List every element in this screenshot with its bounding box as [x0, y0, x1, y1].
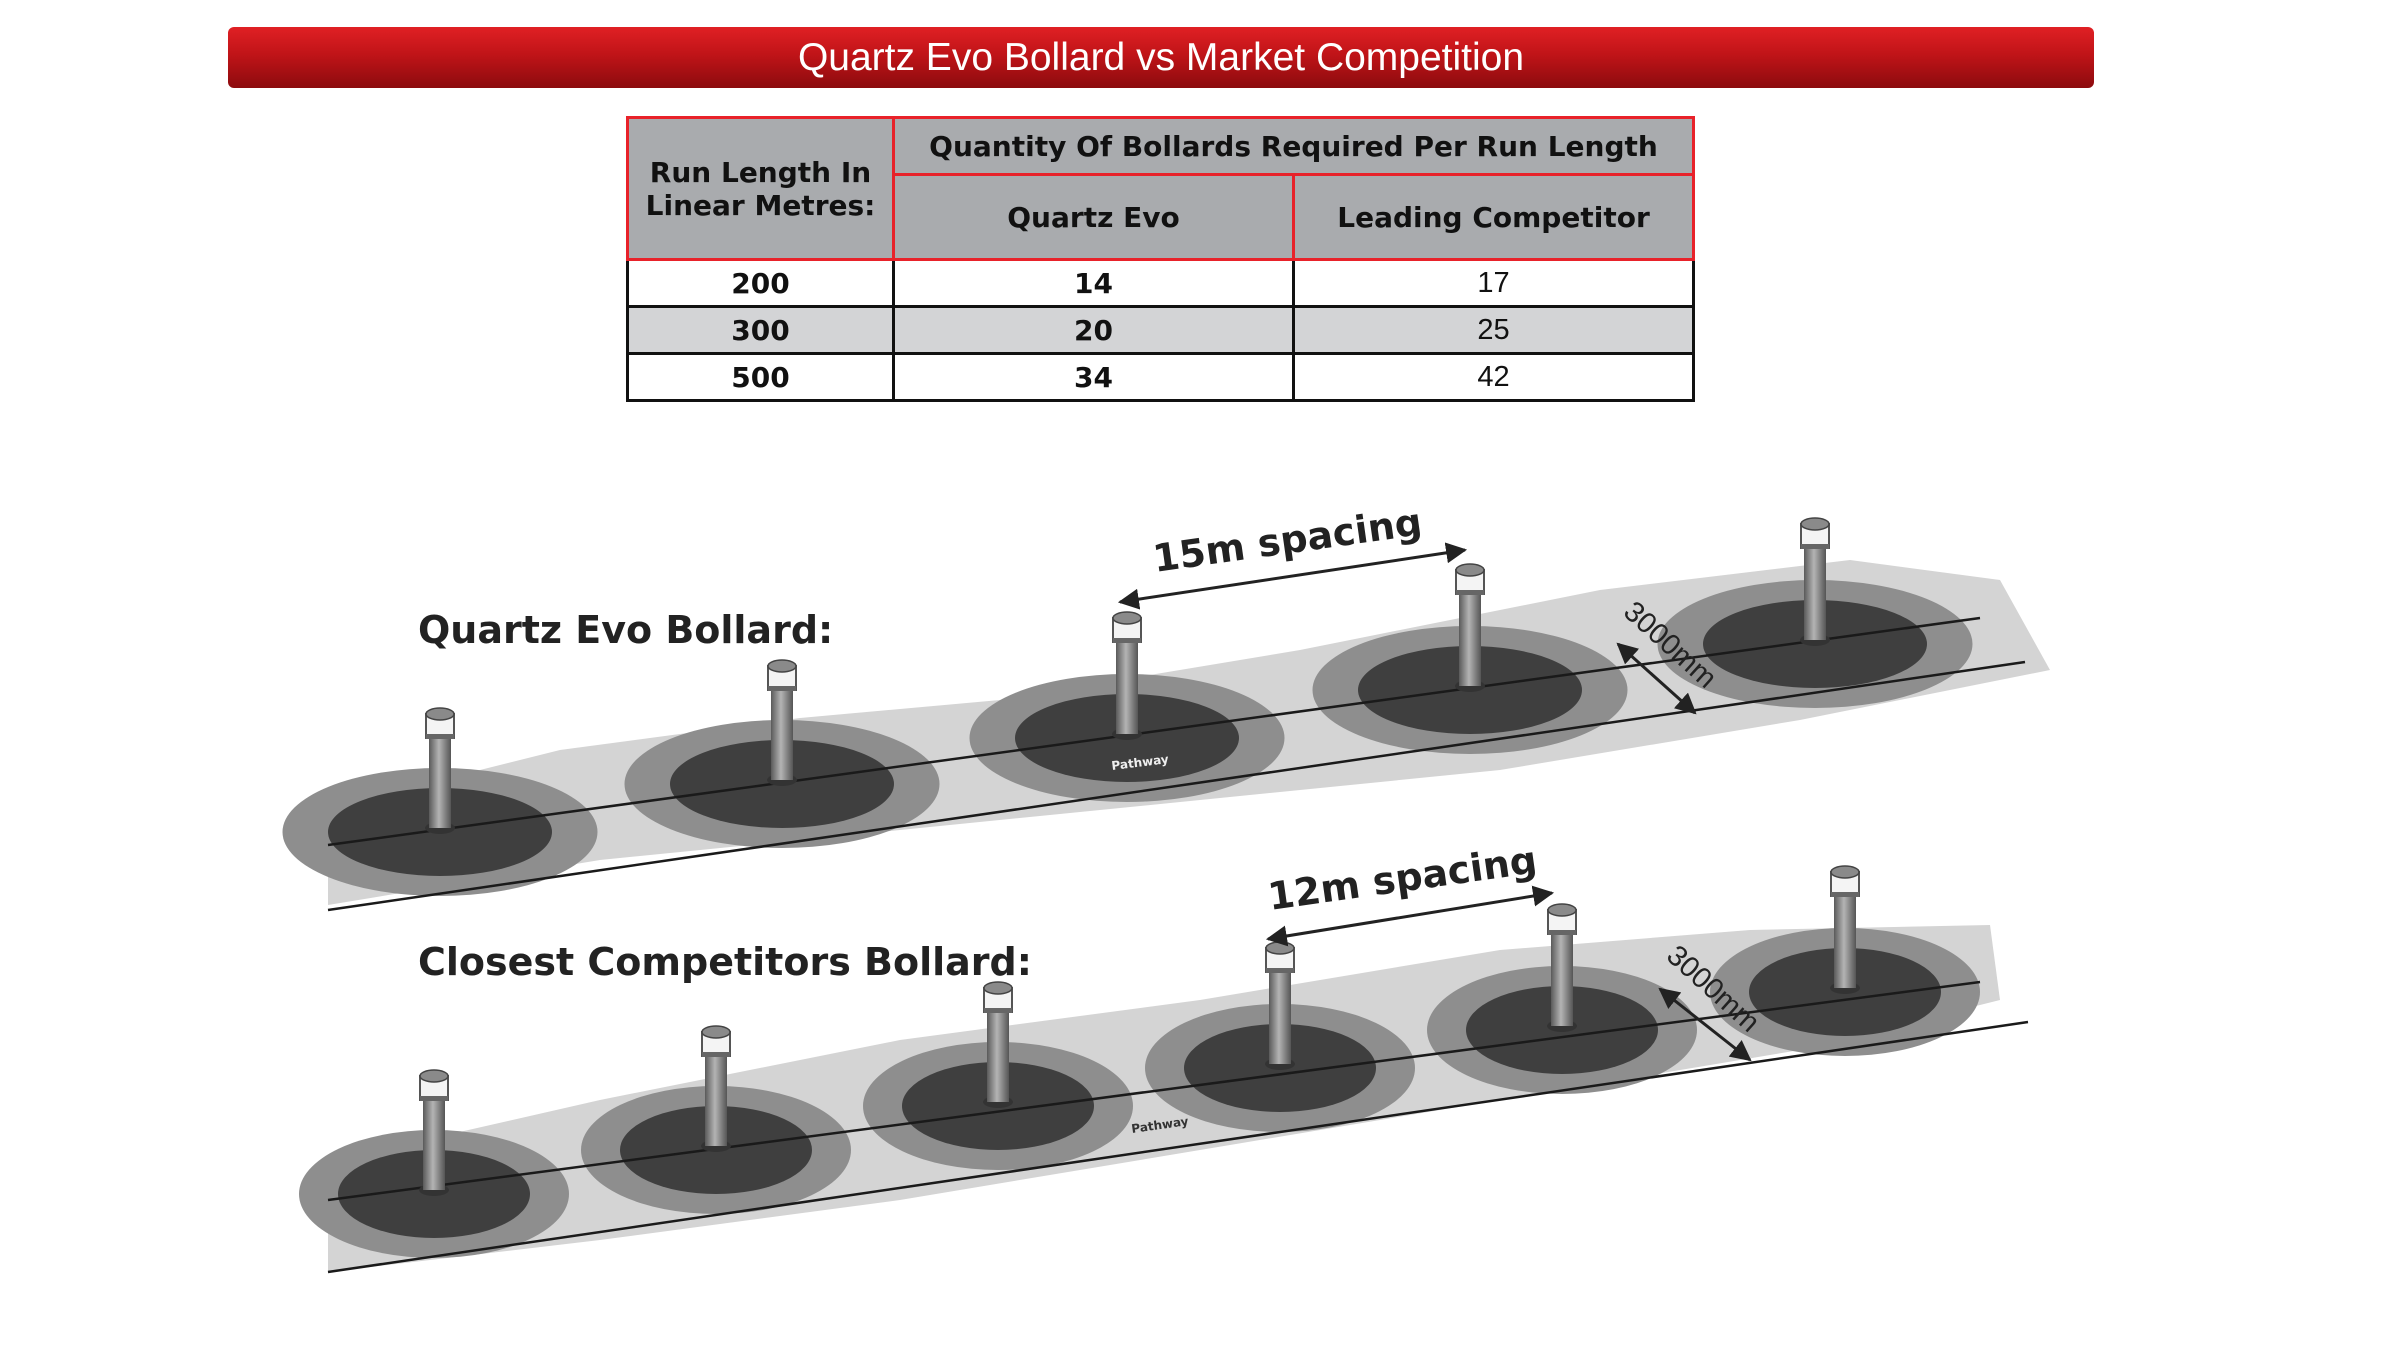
- quartz-bollard: [425, 707, 455, 834]
- page-title-banner: Quartz Evo Bollard vs Market Competition: [228, 27, 2094, 88]
- competitor-spacing-arrow: [1265, 885, 1555, 947]
- competitor-bollard: [983, 981, 1013, 1108]
- competitor-width-arrow: [1658, 987, 1752, 1062]
- quartz-lighting-strip: Pathway 15m spacing 3000mm: [282, 500, 2050, 912]
- quartz-spacing-label: 15m spacing: [1150, 500, 1424, 581]
- competitor-bollard: [419, 1069, 449, 1196]
- quartz-bollard: [767, 659, 797, 786]
- comparison-table: Run Length In Linear Metres: Quantity Of…: [626, 116, 1695, 402]
- table-row: 500 34 42: [626, 352, 1695, 402]
- quantity-group-header: Quantity Of Bollards Required Per Run Le…: [892, 116, 1695, 176]
- competitor-bollard: [1265, 941, 1295, 1070]
- run-length-cell: 200: [626, 258, 895, 308]
- competitor-cell: 17: [1292, 258, 1695, 308]
- quartz-evo-cell: 14: [892, 258, 1295, 308]
- quartz-row-label: Quartz Evo Bollard:: [418, 608, 834, 652]
- competitor-spacing-label: 12m spacing: [1265, 838, 1539, 919]
- quartz-bollard: [1112, 611, 1142, 740]
- table-row: 200 14 17: [626, 258, 1695, 308]
- competitor-bollard: [1830, 865, 1860, 994]
- competitor-bollard: [701, 1025, 731, 1152]
- run-length-cell: 300: [626, 305, 895, 355]
- quartz-bollard: [1455, 563, 1485, 692]
- quartz-evo-cell: 34: [892, 352, 1295, 402]
- run-length-header: Run Length In Linear Metres:: [626, 116, 895, 261]
- quartz-bollard: [1800, 517, 1830, 646]
- quartz-spacing-arrow: [1117, 542, 1468, 610]
- competitor-cell: 25: [1292, 305, 1695, 355]
- competitor-row-label: Closest Competitors Bollard:: [418, 940, 1032, 984]
- page-title: Quartz Evo Bollard vs Market Competition: [797, 36, 1525, 79]
- table-row: 300 20 25: [626, 305, 1695, 355]
- quartz-evo-header: Quartz Evo: [892, 173, 1295, 261]
- competitor-lighting-strip: Pathway 12m spacing 3000mm: [299, 838, 2029, 1274]
- quartz-width-arrow: [1616, 642, 1697, 715]
- quartz-pathway-label: Pathway: [1111, 752, 1170, 773]
- competitor-cell: 42: [1292, 352, 1695, 402]
- run-length-cell: 500: [626, 352, 895, 402]
- quartz-evo-cell: 20: [892, 305, 1295, 355]
- competitor-header: Leading Competitor: [1292, 173, 1695, 261]
- competitor-bollard: [1547, 903, 1577, 1032]
